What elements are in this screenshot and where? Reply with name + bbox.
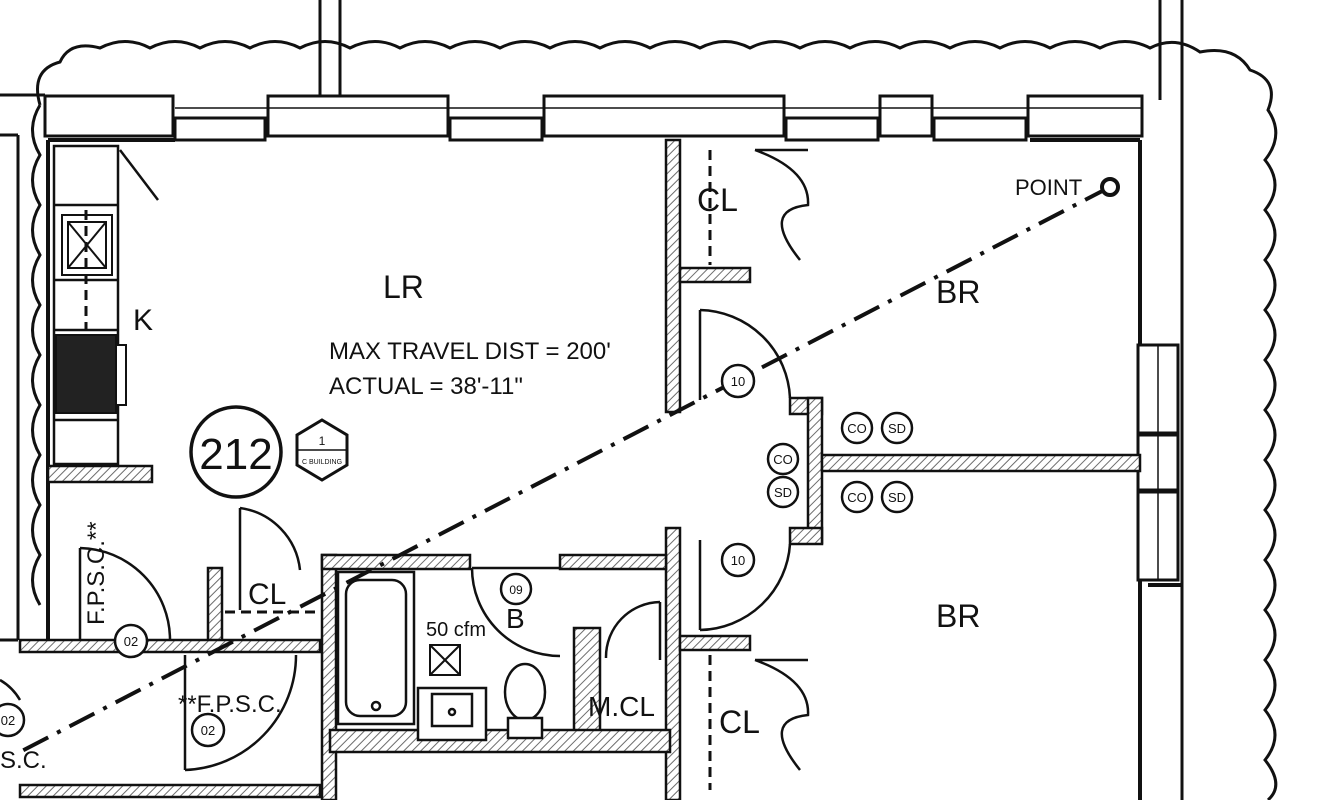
fpsc-bottom-label: **F.P.S.C. [178, 691, 282, 718]
max-travel-note: MAX TRAVEL DIST = 200' [329, 338, 611, 365]
smoke-detector-label: SD [888, 490, 906, 505]
point-label: POINT [1015, 175, 1082, 200]
bathtub-icon [336, 570, 416, 726]
revision-cloud [31, 40, 1278, 800]
travel-path [19, 177, 1120, 754]
door-tag-number: 02 [124, 634, 138, 649]
door-tag-number: 10 [731, 553, 745, 568]
lavatory-icon [416, 686, 488, 742]
smoke-detector: SD [880, 480, 914, 514]
exhaust-cfm-label: 50 cfm [426, 619, 486, 641]
smoke-detector: SD [766, 475, 800, 509]
door-tag: 10 [720, 542, 756, 578]
room-label-bedroom-2: BR [936, 598, 980, 634]
toilet-icon [503, 662, 547, 740]
smoke-detector: SD [880, 411, 914, 445]
door-tag: 10 [720, 363, 756, 399]
interior-walls [18, 138, 1142, 800]
closet-shelves [84, 150, 712, 790]
co-detector-label: CO [847, 421, 867, 436]
room-label-living: LR [383, 269, 424, 305]
unit-type-bottom: C BUILDING [302, 459, 342, 466]
smoke-detector-label: SD [774, 485, 792, 500]
co-detector-label: CO [847, 490, 867, 505]
door-tag: 02 [190, 712, 226, 748]
exhaust-fan-icon [429, 644, 461, 676]
fpsc-edge-label: S.C. [0, 747, 47, 774]
window-band [43, 94, 1144, 142]
unit-number: 212 [199, 430, 272, 479]
room-label-closet-2: CL [248, 578, 286, 611]
unit-number-tag: 212 [189, 405, 283, 499]
unit-type-top: 1 [319, 434, 326, 448]
room-label-kitchen: K [133, 304, 153, 337]
room-label-closet-1: CL [697, 182, 738, 218]
smoke-detector-label: SD [888, 421, 906, 436]
door-tag: 02 [113, 623, 149, 659]
door-tag-number: 02 [201, 723, 215, 738]
door-tag: 09 [499, 572, 533, 606]
co-detector: CO [840, 480, 874, 514]
unit-type-hexagon: 1 C BUILDING [295, 418, 349, 482]
co-detector: CO [766, 442, 800, 476]
point-marker [1100, 177, 1120, 197]
co-detector-label: CO [773, 452, 793, 467]
door-tag-number: 02 [1, 713, 15, 728]
co-detector: CO [840, 411, 874, 445]
room-label-bath: B [506, 603, 525, 634]
fpsc-vertical-label: F.P.S.C.** [83, 521, 110, 625]
room-label-mech-closet: M.CL [588, 691, 655, 722]
range-icon [55, 334, 127, 414]
room-label-bedroom-1: BR [936, 274, 980, 310]
right-windows [1136, 343, 1180, 582]
door-tag: 02 [0, 702, 26, 738]
background-lines [0, 0, 1184, 800]
room-label-closet-3: CL [719, 704, 760, 740]
actual-distance-note: ACTUAL = 38'-11" [329, 373, 523, 400]
door-tag-number: 09 [509, 583, 523, 597]
door-swing-arc [0, 148, 810, 772]
door-tag-number: 10 [731, 374, 745, 389]
